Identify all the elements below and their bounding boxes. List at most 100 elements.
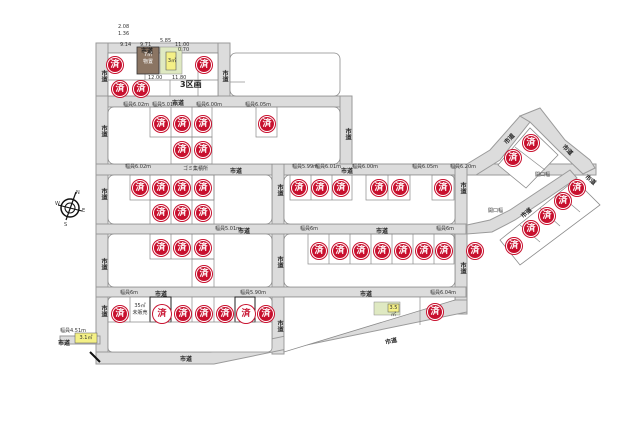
sold-marker: 済	[112, 81, 128, 97]
compass-south: S	[64, 222, 68, 228]
dim-label: 9.71	[140, 42, 152, 48]
width-label: 幅員6.05m	[245, 102, 272, 108]
compass-east: E	[82, 208, 86, 214]
sold-marker: 済	[435, 180, 451, 196]
dim-label: 5.85	[160, 38, 172, 44]
width-label: 幅員6.04m	[430, 290, 457, 296]
road-label: 市道	[341, 168, 354, 175]
road-label: 市道	[100, 70, 107, 82]
width-label: 幅員6.02m	[125, 164, 152, 170]
sold-marker: 済	[175, 306, 191, 322]
compass-icon	[57, 191, 83, 221]
sold-marker: 済	[291, 180, 307, 196]
sold-marker: 済	[196, 306, 212, 322]
road-label: 市道	[459, 262, 466, 274]
dim-label: 9.14	[120, 42, 132, 48]
width-label: 幅員6.05m	[412, 164, 439, 170]
width-label: 幅員4.51m	[60, 328, 87, 334]
road-label: 市道	[100, 258, 107, 270]
sold-marker: 済	[195, 205, 211, 221]
unsold-lot-label: 35㎡ 未販売	[132, 303, 148, 316]
width-label: 開口幅	[488, 208, 504, 214]
road-label: 市道	[459, 182, 466, 194]
width-label: 開口幅	[535, 172, 551, 178]
sold-marker: 済	[523, 221, 539, 237]
road-label: 市道	[100, 188, 107, 200]
road-label: 市道	[376, 228, 389, 235]
width-label: 幅員6.01m	[315, 164, 342, 170]
section-label: 3区画	[180, 80, 202, 89]
sold-marker: 済	[132, 180, 148, 196]
road-label: 市道	[172, 100, 185, 107]
dim-label: 12.00	[148, 75, 163, 81]
road-label: 市道	[238, 228, 251, 235]
sold-marker: 済	[174, 180, 190, 196]
sold-marker: 済	[153, 205, 169, 221]
sold-marker: 済	[195, 142, 211, 158]
pole-label: ゴミ集積所	[183, 166, 209, 172]
road-label: 市道	[100, 305, 107, 317]
building-label: 7㎡ 物置	[142, 52, 153, 65]
sold-marker: 済	[195, 240, 211, 256]
width-label: 幅員6m	[436, 226, 455, 232]
width-label: 幅員6.20m	[450, 164, 477, 170]
sold-marker: 済	[237, 305, 255, 323]
road-label: 市道	[100, 125, 107, 137]
sold-marker: 済	[311, 243, 327, 259]
road-label: 市道	[230, 168, 243, 175]
parking-label: 3㎡	[167, 58, 177, 64]
width-label: 幅員6.00m	[352, 164, 379, 170]
dim-label: 11.00	[175, 42, 190, 48]
entry-arrow-icon	[89, 351, 101, 363]
road-label: 市道	[276, 256, 283, 268]
parking-label-3: 3.1㎡	[79, 335, 93, 341]
sold-marker: 済	[539, 208, 555, 224]
sold-marker: 済	[195, 180, 211, 196]
sold-marker: 済	[427, 304, 443, 320]
road-label: 市道	[360, 291, 373, 298]
sold-marker: 済	[174, 205, 190, 221]
lot-lines	[108, 53, 581, 325]
road-label: 市道	[58, 340, 71, 347]
width-label: 幅員6.00m	[196, 102, 223, 108]
sold-marker: 済	[555, 193, 571, 209]
width-label: 幅員6m	[300, 226, 319, 232]
sold-marker: 済	[312, 180, 328, 196]
sold-marker: 済	[153, 180, 169, 196]
dim-label: 2.08	[118, 24, 130, 30]
sold-marker: 済	[133, 81, 149, 97]
sold-marker: 済	[392, 180, 408, 196]
sold-marker: 済	[174, 142, 190, 158]
sold-marker: 済	[259, 116, 275, 132]
sold-marker: 済	[395, 243, 411, 259]
road-label: 市道	[155, 291, 168, 298]
road-label: 市道	[276, 184, 283, 196]
width-label: 幅員5.01m	[215, 226, 242, 232]
sold-marker: 済	[153, 116, 169, 132]
compass-west: W	[55, 201, 60, 207]
sold-marker: 済	[174, 116, 190, 132]
dim-label: 1.36	[118, 31, 130, 37]
sold-marker: 済	[371, 180, 387, 196]
sold-marker: 済	[332, 243, 348, 259]
road-label: 市道	[221, 70, 228, 82]
sold-marker: 済	[333, 180, 349, 196]
parking-area-3	[74, 332, 98, 344]
width-label: 幅員5.90m	[240, 290, 267, 296]
sold-marker: 済	[353, 243, 369, 259]
sold-marker: 済	[196, 57, 212, 73]
sold-marker: 済	[112, 306, 128, 322]
sold-marker: 済	[436, 243, 452, 259]
parking-space	[165, 51, 177, 71]
width-label: 幅員5.01m	[152, 102, 179, 108]
road-label: 市道	[180, 356, 193, 363]
sold-marker: 済	[107, 57, 123, 73]
sold-marker: 済	[195, 116, 211, 132]
sold-marker: 済	[467, 243, 483, 259]
dim-label: 0.70	[178, 47, 190, 53]
sold-marker: 済	[506, 238, 522, 254]
sold-marker: 済	[416, 243, 432, 259]
sold-marker: 済	[505, 150, 521, 166]
sold-marker: 済	[153, 305, 171, 323]
